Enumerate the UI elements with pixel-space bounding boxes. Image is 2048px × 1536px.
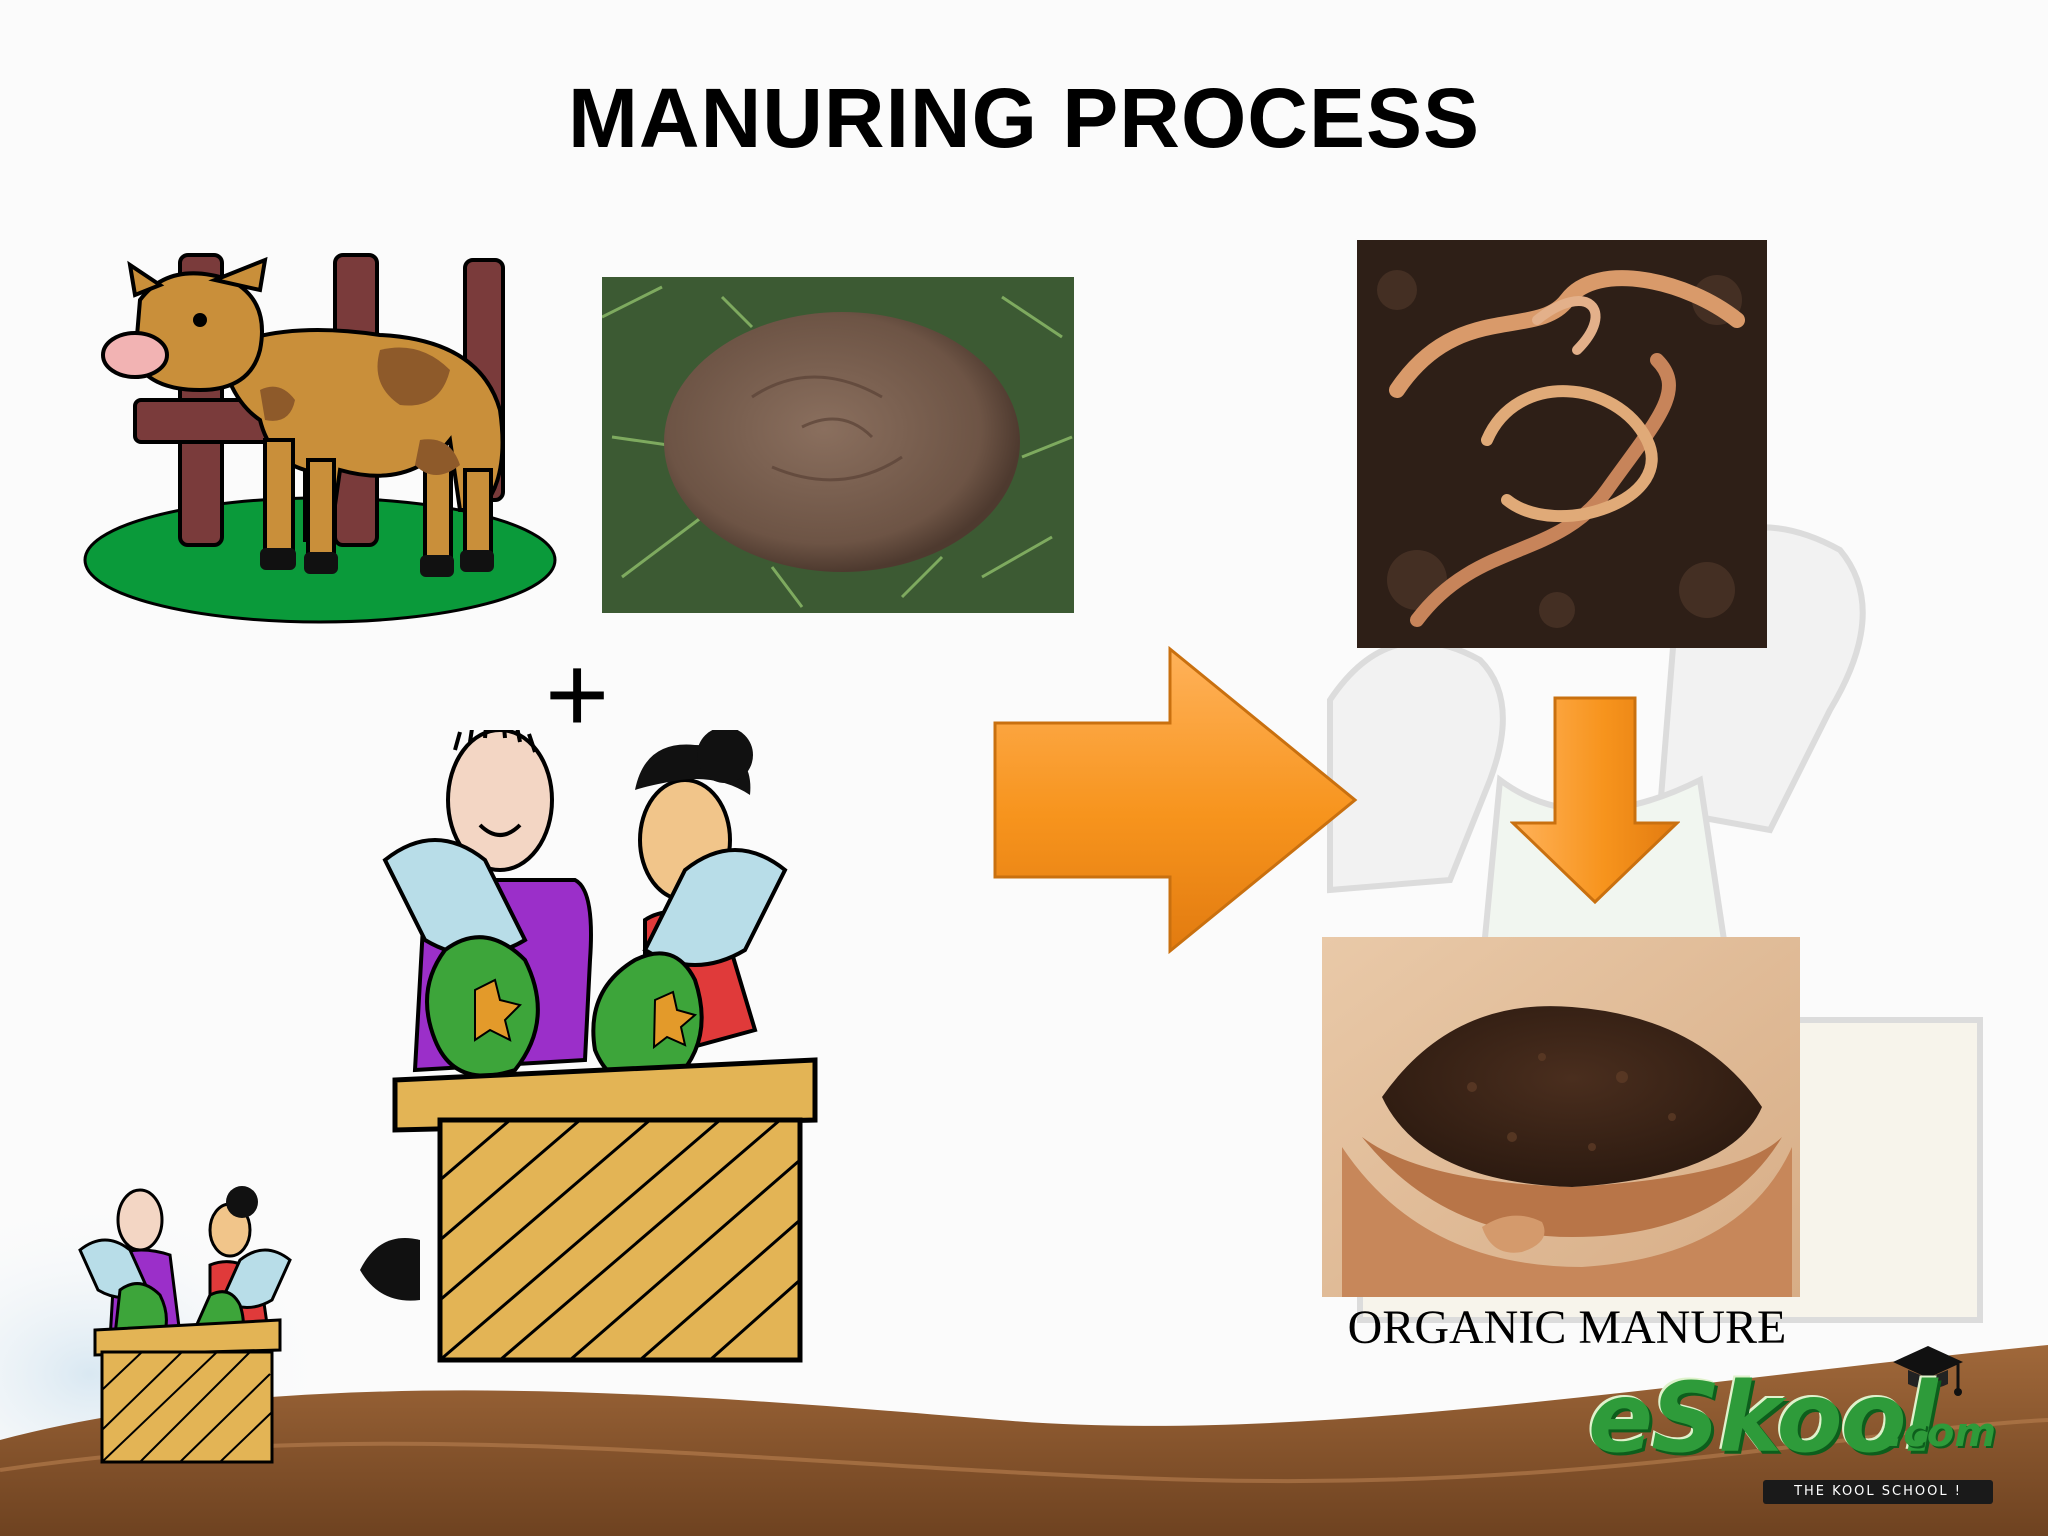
right-arrow-icon [993, 645, 1358, 955]
eskool-logo: eSkool .com THE KOOL SCHOOL ! [1588, 1340, 2008, 1510]
organic-manure-photo [1322, 937, 1800, 1297]
earthworms-photo [1357, 240, 1767, 648]
eskool-logo-suffix: .com [1888, 1410, 1997, 1456]
composting-people-illustration [360, 730, 818, 1363]
eskool-tagline: THE KOOL SCHOOL ! [1763, 1480, 1993, 1504]
down-arrow-icon [1510, 696, 1680, 905]
eskool-logo-text: eSkool [1588, 1362, 1937, 1474]
plus-sign: + [545, 633, 610, 756]
graduation-cap-icon [1893, 1346, 1963, 1396]
organic-manure-caption: ORGANIC MANURE [1347, 1301, 1787, 1354]
cow-illustration [83, 253, 557, 624]
cow-dung-photo [602, 277, 1074, 613]
slide-title: MANURING PROCESS [567, 71, 1481, 165]
corner-composting-illustration [78, 1186, 292, 1464]
